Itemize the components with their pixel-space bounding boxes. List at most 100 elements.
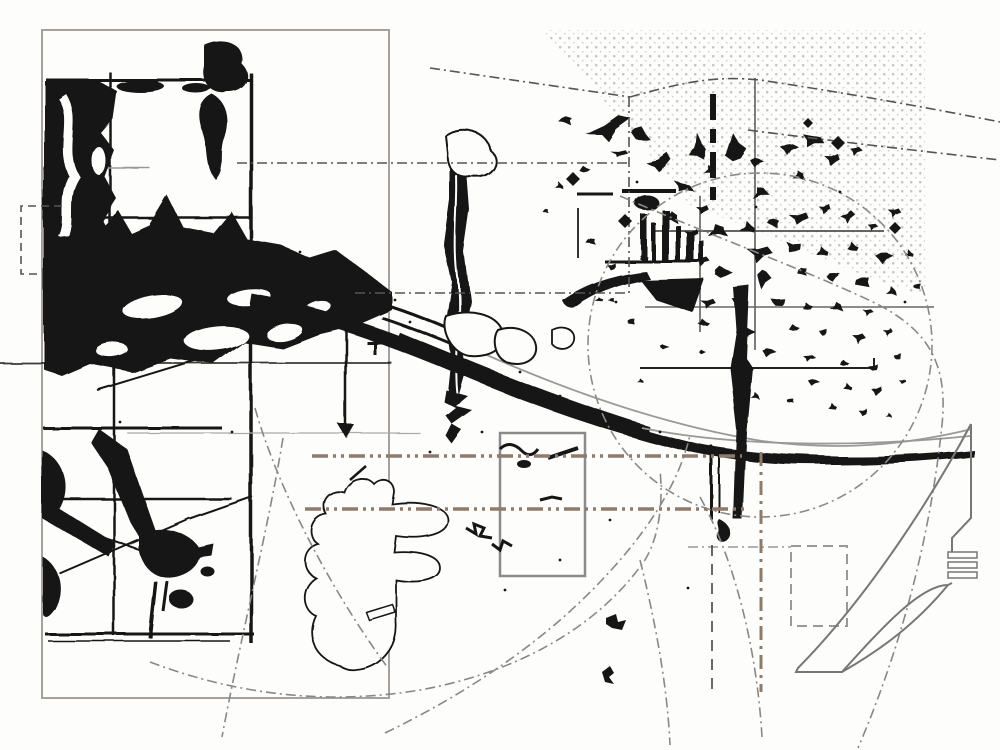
foliage-blob xyxy=(787,399,795,403)
foliage-blob xyxy=(761,348,777,358)
foliage-blob xyxy=(875,252,893,264)
foliage-blob xyxy=(887,207,901,218)
foliage-blob xyxy=(787,323,799,330)
foliage-blob xyxy=(608,148,627,157)
ink-speck xyxy=(838,190,842,194)
foliage-blob xyxy=(893,353,902,360)
diamond-dots xyxy=(566,118,901,234)
diamond-dot xyxy=(831,136,845,150)
ink-speck xyxy=(170,250,174,254)
foliage-blob xyxy=(828,402,837,410)
foliage-blob xyxy=(542,208,549,214)
ink-speck xyxy=(503,588,507,592)
vegetation-mass-left xyxy=(42,40,392,639)
ink-speck xyxy=(260,300,264,304)
foliage-blob xyxy=(816,202,829,213)
crescent-swoosh xyxy=(562,271,650,308)
foliage-blob xyxy=(802,303,814,310)
foliage-blob xyxy=(585,238,596,245)
foliage-blob xyxy=(867,363,878,371)
slot-rect xyxy=(365,603,396,621)
dark-trunk xyxy=(730,285,753,520)
foliage-blob xyxy=(807,379,821,386)
ink-speck xyxy=(614,300,618,304)
ink-speck xyxy=(658,430,662,434)
slat-bar xyxy=(947,551,978,559)
ink-speck xyxy=(408,320,412,324)
foliage-blob xyxy=(699,297,715,308)
white-outline-blobs xyxy=(443,311,576,365)
ink-speck xyxy=(518,370,522,374)
foliage-blob xyxy=(698,348,705,354)
foliage-blob xyxy=(705,166,717,177)
foliage-blob xyxy=(690,133,707,162)
small-gray-rect xyxy=(498,431,587,578)
ink-speck xyxy=(686,586,690,590)
foliage-blob xyxy=(868,224,879,232)
foliage-blob xyxy=(871,387,884,397)
foliage-blob xyxy=(882,328,894,337)
zigzag-fragments xyxy=(444,390,472,444)
foliage-blob xyxy=(660,209,678,223)
foliage-blob xyxy=(751,159,766,168)
foliage-blob xyxy=(781,145,800,158)
white-flag-outline xyxy=(444,129,497,179)
foliage-blob xyxy=(830,301,844,312)
ink-speck xyxy=(230,430,234,434)
flame-blob-lower xyxy=(199,94,228,180)
foliage-blob xyxy=(787,211,808,224)
foliage-blob xyxy=(753,187,771,200)
foliage-blob xyxy=(739,219,754,233)
ink-speck xyxy=(590,410,594,414)
foliage-blob xyxy=(627,318,635,324)
ink-speck xyxy=(558,558,562,562)
ink-speck xyxy=(480,430,484,434)
foliage-blob xyxy=(914,284,922,290)
ink-speck xyxy=(340,260,344,264)
ink-speck xyxy=(754,205,758,209)
foliage-blob xyxy=(757,269,772,290)
foliage-blob xyxy=(609,299,616,304)
diamond-dot xyxy=(803,118,813,128)
road-gray-line-2 xyxy=(641,427,971,445)
foliage-blob xyxy=(847,241,859,251)
foliage-blob xyxy=(750,391,760,400)
ink-speck xyxy=(558,394,562,398)
foliage-blob xyxy=(850,147,864,157)
foliage-blob xyxy=(554,181,564,190)
foliage-blob xyxy=(645,152,672,173)
slat-bar xyxy=(947,571,978,579)
foliage-blob xyxy=(557,115,572,126)
foliage-blob xyxy=(630,126,651,141)
foliage-blob xyxy=(851,333,865,343)
slat-bar xyxy=(947,561,978,569)
diamond-dot xyxy=(566,172,580,186)
dashed-guide-lines xyxy=(20,67,1000,749)
foliage-blob xyxy=(838,358,848,365)
right-trunk-and-castle xyxy=(604,194,753,544)
foliage-blob xyxy=(766,218,779,228)
foliage-blob xyxy=(827,273,841,283)
diamond-dot xyxy=(889,222,901,234)
dashed-square xyxy=(790,545,848,627)
warm-dashdot-lines xyxy=(305,452,763,692)
left-edge-dashed-rect xyxy=(20,205,62,275)
main-sweep-curve xyxy=(250,271,975,466)
foliage-blob xyxy=(708,224,729,237)
foliage-blob xyxy=(839,210,856,225)
foliage-blob xyxy=(802,354,816,362)
diamond-dot xyxy=(618,214,632,228)
foliage-blob xyxy=(715,267,734,279)
sail-outline-shape xyxy=(794,423,978,673)
foliage-blob xyxy=(886,286,898,297)
foliage-blob xyxy=(826,155,842,168)
ink-speck xyxy=(428,450,432,454)
ink-speck xyxy=(118,420,122,424)
foliage-blob xyxy=(725,133,748,163)
ink-speck xyxy=(298,250,302,254)
foliage-blob xyxy=(858,408,868,416)
foliage-blob xyxy=(585,114,631,141)
foliage-blob xyxy=(899,379,906,385)
foliage-blob xyxy=(815,246,829,256)
